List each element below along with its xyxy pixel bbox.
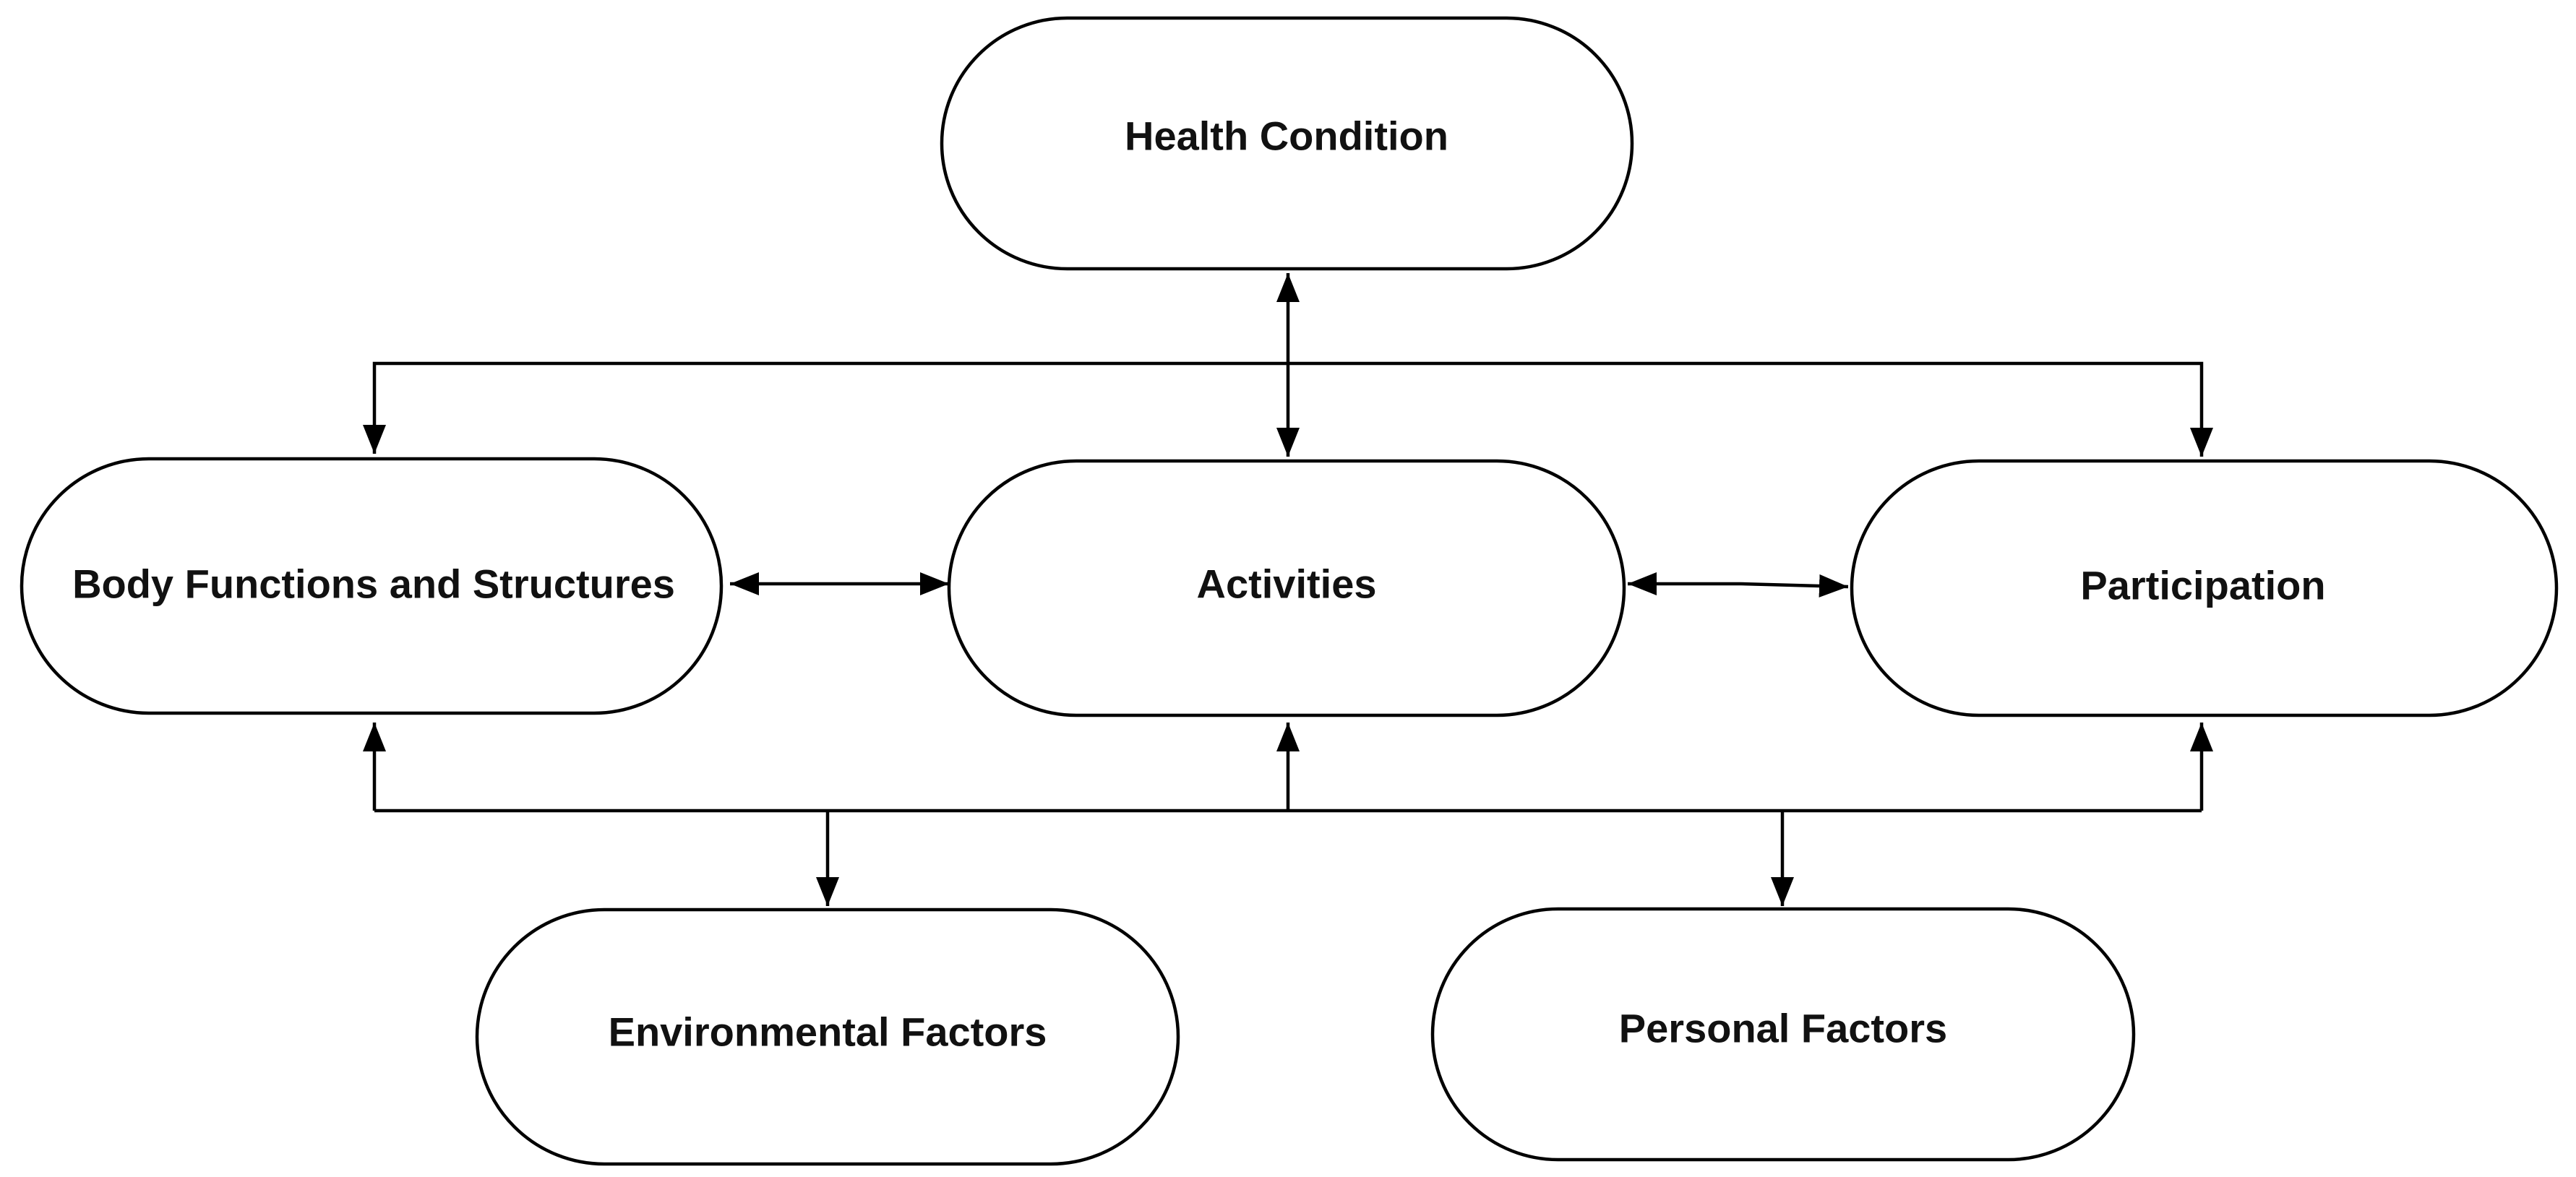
node-environmental-factors: Environmental Factors [475,907,1180,1166]
node-health-condition-label: Health Condition [1125,113,1448,159]
node-environmental-factors-label: Environmental Factors [609,1009,1047,1055]
node-personal-factors-label: Personal Factors [1619,1006,1947,1051]
top-bus-left-connector [363,361,1288,454]
node-body-functions-label: Body Functions and Structures [72,561,675,607]
node-participation-label: Participation [2080,563,2325,608]
top-bus-right-connector [1288,361,2213,457]
node-health-condition: Health Condition [940,16,1634,271]
connectors [363,273,2213,906]
node-activities: Activities [947,459,1626,717]
node-personal-factors: Personal Factors [1430,907,2136,1162]
node-body-functions: Body Functions and Structures [20,457,724,715]
activities-participation-connector [1628,572,1849,598]
node-activities-label: Activities [1197,561,1377,607]
node-participation: Participation [1850,459,2559,717]
